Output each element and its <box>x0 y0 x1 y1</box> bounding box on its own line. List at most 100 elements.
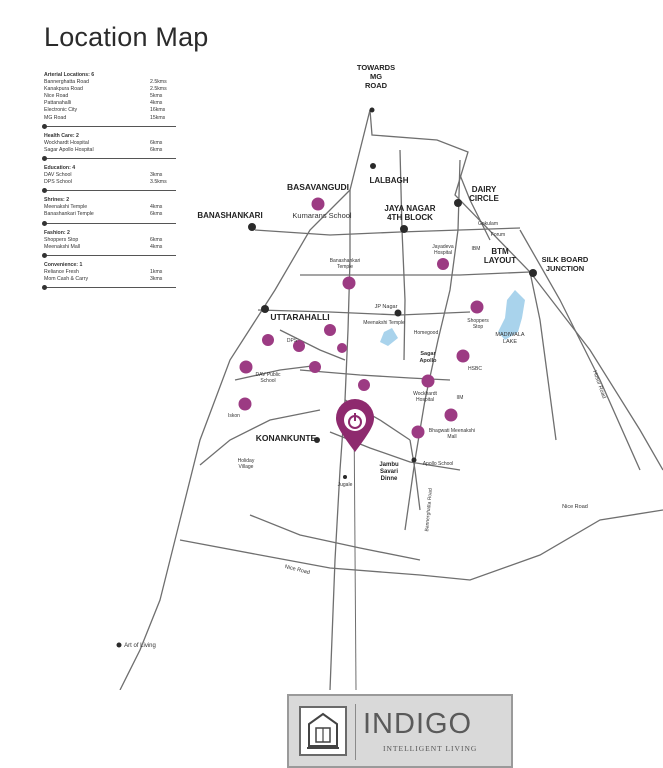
svg-text:MG: MG <box>370 72 382 81</box>
school-icon <box>293 340 305 352</box>
jayanagar-label: JAYA NAGAR 4TH BLOCK <box>384 204 435 222</box>
legend-distance: 2.5kms <box>150 79 167 86</box>
dairy-circle-label: DAIRY CIRCLE <box>469 185 499 203</box>
store-icon <box>358 379 370 391</box>
legend-divider <box>42 252 176 258</box>
legend-group-header: Fashion: 2 <box>44 229 70 236</box>
svg-text:ROAD: ROAD <box>365 81 388 90</box>
shopping-icon <box>470 300 484 314</box>
madiwala-lake-label: MADIWALA LAKE <box>495 332 524 345</box>
legend-place: Nice Road <box>44 93 69 100</box>
bannerghatta-road-label: Bannerghatta Road <box>424 488 434 532</box>
legend-distance: 16kms <box>150 107 166 114</box>
legend-divider <box>42 285 176 291</box>
btm-layout-label: BTM LAYOUT <box>484 247 516 265</box>
legend-distance: 3kms <box>150 275 163 282</box>
svg-text:4TH BLOCK: 4TH BLOCK <box>387 213 433 222</box>
banashankari-label: BANASHANKARI <box>197 211 262 220</box>
jambu-savari-dinne-label: Jambu Savari Dinne <box>379 462 399 482</box>
legend-row: Banashankari Temple 6kms <box>44 211 176 218</box>
legend-place: Meenakshi Mall <box>44 243 81 250</box>
meenakshi-temple-label: Meenakshi Temple <box>363 320 405 326</box>
dav-school-label: DAV Public School <box>256 372 281 384</box>
page-title: Location Map <box>44 22 209 52</box>
legend-divider <box>42 220 176 226</box>
art-of-living-dot <box>116 642 122 648</box>
bank-icon <box>456 349 470 363</box>
svg-text:DAIRY: DAIRY <box>472 185 497 194</box>
location-map[interactable]: TOWARDS MG ROAD LALBAGH BASAVANGUDI Kuma… <box>0 0 663 690</box>
brand-tagline: INTELLIGENT LIVING <box>383 744 478 753</box>
basavangudi-label: BASAVANGUDI <box>287 182 349 192</box>
legend-divider <box>42 188 176 194</box>
sagar-apollo-label: Sagar Apollo <box>419 351 437 364</box>
legend-place: Sagar Apollo Hospital <box>44 146 94 153</box>
svg-text:Mall: Mall <box>447 434 456 440</box>
project-location-pin[interactable] <box>336 399 374 452</box>
legend-place: DAV School <box>44 172 72 179</box>
jayadeva-label: Jayadeva Hospital <box>432 244 454 256</box>
svg-text:Hospital: Hospital <box>416 397 434 403</box>
logo-divider <box>355 704 356 760</box>
legend-row: Shoppers Stop 6kms <box>44 237 176 244</box>
uttarahalli-dot <box>261 305 269 313</box>
legend-place: Wockhardt Hospital <box>44 139 89 146</box>
legend-distance: 3.5kms <box>150 179 167 186</box>
legend-distance: 1kms <box>150 268 163 275</box>
shoppers-stop-label: Shoppers Stop <box>467 318 489 330</box>
temple-icon <box>324 324 336 336</box>
svg-text:Stop: Stop <box>473 324 484 330</box>
svg-text:Temple: Temple <box>337 264 353 270</box>
apollo-school-dot <box>411 457 417 463</box>
brand-name: INDIGO <box>363 708 473 740</box>
legend-distance: 6kms <box>150 236 163 243</box>
kumarans-label: Kumarans School <box>292 211 352 220</box>
svg-text:Dinne: Dinne <box>381 476 398 482</box>
legend-distance: 6kms <box>150 139 163 146</box>
dps-label: DPS <box>287 338 298 344</box>
legend-distance: 2.5kms <box>150 86 167 93</box>
legend-place: Meenakshi Temple <box>44 204 88 211</box>
svg-text:DAV Public: DAV Public <box>256 372 281 378</box>
lalbagh-dot <box>370 163 376 169</box>
developer-emblem-icon <box>299 706 347 756</box>
wockhardt-label: Wockhardt Hospital <box>413 391 437 403</box>
svg-text:TOWARDS: TOWARDS <box>357 63 395 72</box>
ibm-label: IBM <box>472 246 481 252</box>
forum-label: Forum <box>491 232 505 238</box>
legend-distance: 6kms <box>150 211 163 218</box>
legend-place: MG Road <box>44 114 67 121</box>
svg-text:Savari: Savari <box>380 469 398 475</box>
iim-label: IIM <box>457 395 464 401</box>
legend-place: DPS School <box>44 179 72 186</box>
mg-road-dot <box>369 107 375 113</box>
legend-place: Shoppers Stop <box>44 236 79 243</box>
legend-distance: 4kms <box>150 100 163 107</box>
svg-text:SILK BOARD: SILK BOARD <box>542 255 589 264</box>
svg-text:MADIWALA: MADIWALA <box>495 332 524 338</box>
amenity-icons <box>238 197 484 439</box>
legend-divider <box>42 155 176 161</box>
svg-text:LAKE: LAKE <box>503 339 517 345</box>
hospital-icon <box>421 374 435 388</box>
apollo-school-label: Apollo School <box>423 461 454 467</box>
legend-place: Banashankari Temple <box>44 211 94 218</box>
jp-nagar-lake <box>380 328 398 346</box>
holiday-village-label: Holiday Village <box>238 458 255 470</box>
svg-text:Banashankari: Banashankari <box>330 258 361 264</box>
legend-distance: 4kms <box>150 204 163 211</box>
meenakshi-mall-label: Bhagwati Meenakshi Mall <box>429 428 475 440</box>
svg-text:Holiday: Holiday <box>238 458 255 464</box>
svg-text:Apollo: Apollo <box>419 358 437 364</box>
hsbc-label: HSBC <box>468 366 482 372</box>
dairy-circle-dot <box>454 199 462 207</box>
svg-text:LAYOUT: LAYOUT <box>484 256 516 265</box>
art-of-living-label: Art of Living <box>124 643 156 649</box>
